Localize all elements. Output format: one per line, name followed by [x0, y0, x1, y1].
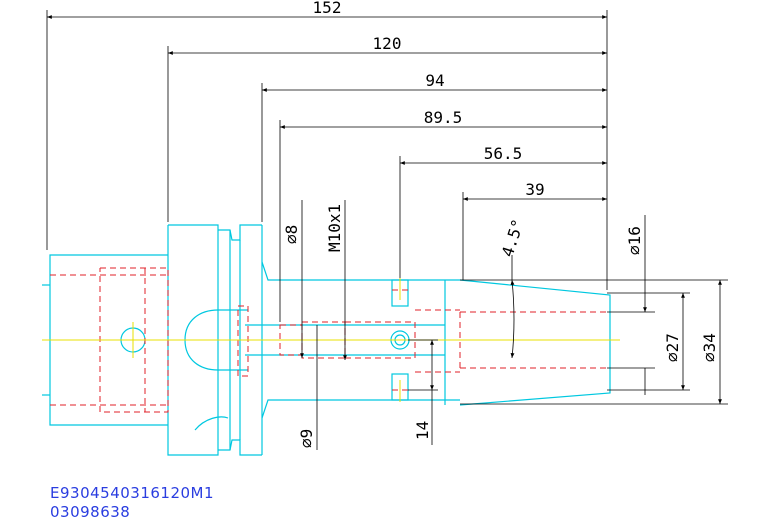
dim-taper-angle: 4.5° [498, 217, 528, 260]
dimension-lines [46, 10, 728, 450]
centerline [42, 278, 620, 402]
part-number: E9304540316120M1 [50, 484, 215, 502]
dim-thread-start: 56.5 [484, 144, 523, 163]
dim-slot-width: 14 [413, 421, 432, 440]
dim-bore-diameter-8: ⌀8 [282, 225, 301, 244]
dim-bore-start: 89.5 [424, 108, 463, 127]
dim-bore-diameter-9: ⌀9 [297, 429, 316, 448]
dim-thread-size: M10x1 [325, 204, 344, 252]
dim-taper-length: 39 [525, 180, 544, 199]
dimension-text: 152 120 94 89.5 56.5 39 4.5° ⌀8 M10x1 ⌀9… [282, 0, 719, 448]
dim-body-length: 94 [425, 71, 444, 90]
dim-diameter-34: ⌀34 [700, 333, 719, 362]
order-number: 03098638 [50, 503, 131, 521]
dim-tip-diameter-16: ⌀16 [625, 226, 644, 255]
dim-overall-length: 152 [313, 0, 342, 17]
dim-flange-to-end: 120 [373, 34, 402, 53]
dim-diameter-27: ⌀27 [663, 333, 682, 362]
